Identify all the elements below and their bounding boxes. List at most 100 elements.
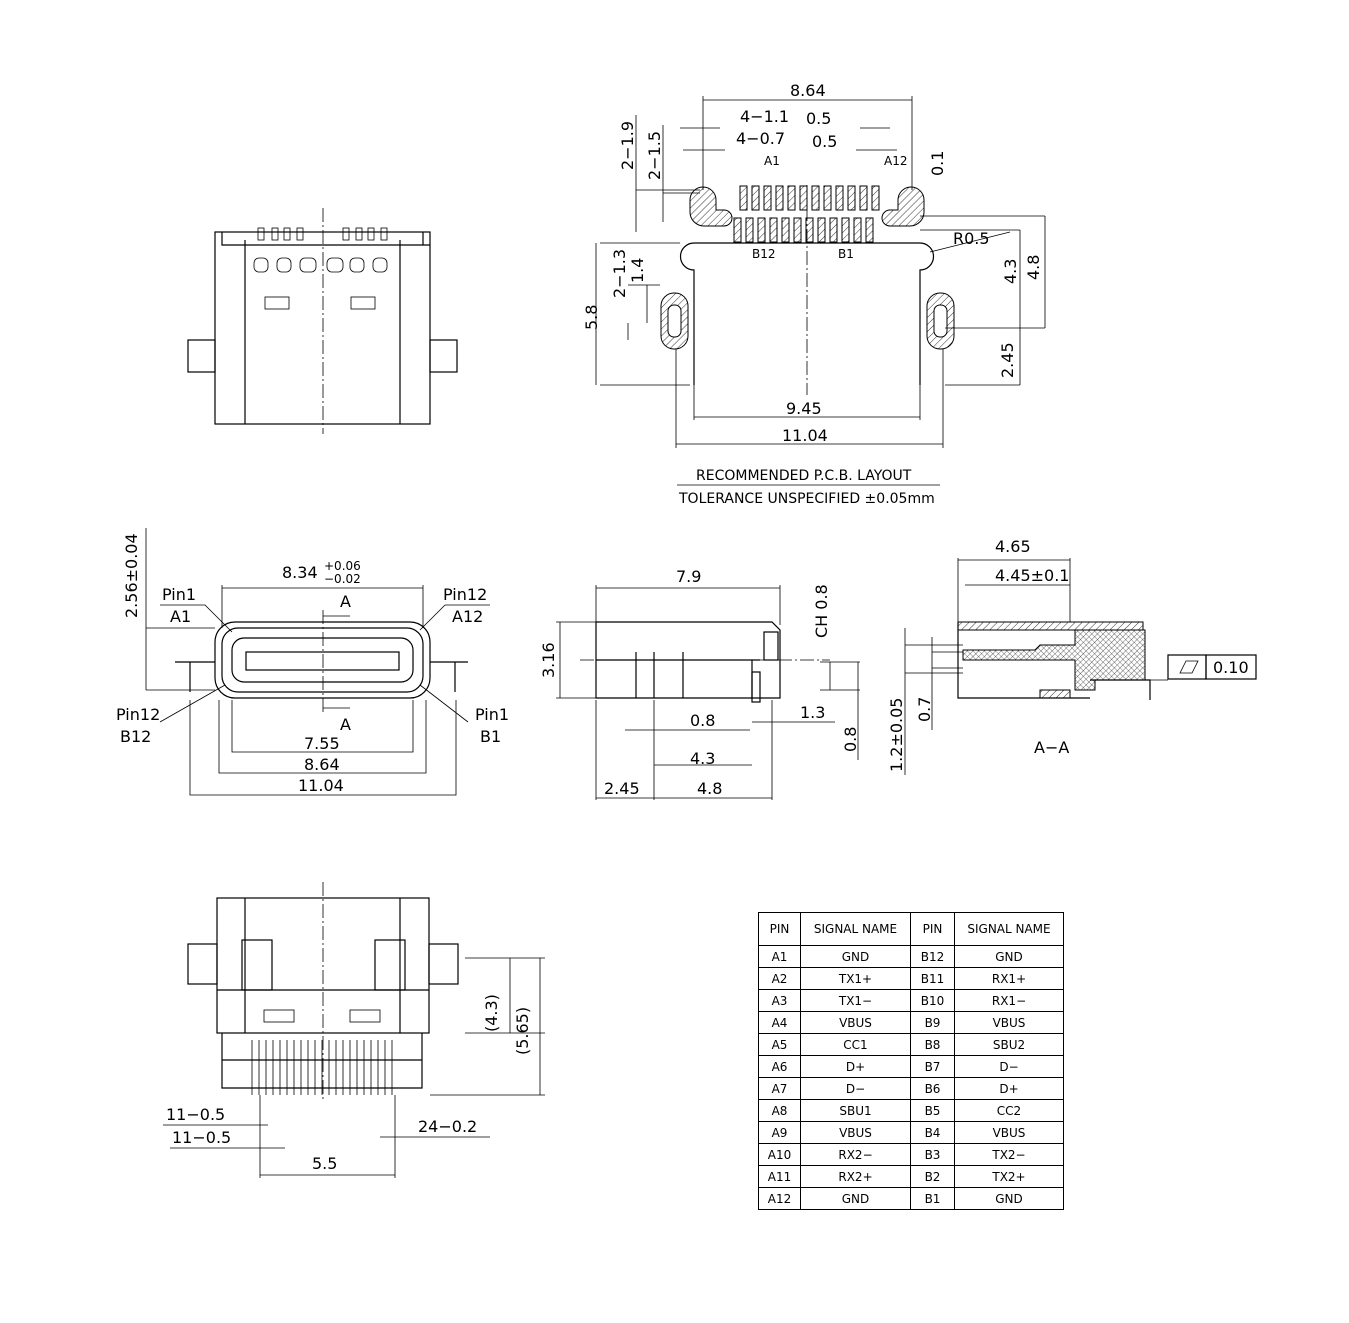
dim-11-0-5-a: 11−0.5	[166, 1105, 225, 1124]
cell: RX2−	[800, 1143, 911, 1166]
flatness-value: 0.10	[1213, 658, 1249, 677]
cell: A6	[758, 1055, 801, 1078]
dim-r0-5: R0.5	[953, 229, 990, 248]
tolerance-note: TOLERANCE UNSPECIFIED ±0.05mm	[678, 491, 935, 507]
dim-8-64: 8.64	[790, 81, 826, 100]
shell-pad-left	[689, 186, 733, 227]
cell: VBUS	[954, 1011, 1064, 1034]
cell: VBUS	[800, 1121, 911, 1144]
dim-4-0-7: 4−0.7	[736, 129, 785, 148]
section-mark-bottom: A	[340, 715, 351, 734]
cell: A8	[758, 1099, 801, 1122]
tol-lower: −0.02	[324, 572, 361, 586]
cell: D+	[800, 1055, 911, 1078]
dim-2-45: 2.45	[604, 779, 640, 798]
header-signal-name: SIGNAL NAME	[800, 912, 911, 946]
cell: B10	[910, 989, 955, 1012]
table-header-row: PIN SIGNAL NAME PIN SIGNAL NAME	[758, 912, 1064, 946]
dim-2-1-5: 2−1.5	[645, 131, 664, 180]
cell: B4	[910, 1121, 955, 1144]
pad-row-b	[733, 217, 874, 243]
dim-4-8: 4.8	[697, 779, 722, 798]
cell: RX1+	[954, 967, 1064, 990]
label-b1: B1	[480, 727, 501, 746]
pad-row-a	[739, 185, 880, 211]
dim-0-7: 0.7	[915, 697, 934, 722]
flatness-callout: 0.10	[1167, 654, 1257, 680]
header-pin: PIN	[910, 912, 955, 946]
cell: GND	[954, 1187, 1064, 1210]
cell: B11	[910, 967, 955, 990]
cell: SBU1	[800, 1099, 911, 1122]
dim-1-4: 1.4	[628, 258, 647, 283]
header-pin: PIN	[758, 912, 801, 946]
dim-1-2: 1.2±0.05	[887, 698, 906, 772]
cell: A4	[758, 1011, 801, 1034]
cell: B5	[910, 1099, 955, 1122]
bottom-view: (4.3) (5.65) 11−0.5 11−0.5 24−0.2 5.5	[163, 882, 545, 1178]
cell: CC1	[800, 1033, 911, 1056]
cell: SBU2	[954, 1033, 1064, 1056]
cell: VBUS	[800, 1011, 911, 1034]
cell: A2	[758, 967, 801, 990]
cell: D+	[954, 1077, 1064, 1100]
dim-0-8-b: 0.8	[841, 727, 860, 752]
dim-4-3: 4.3	[1001, 259, 1020, 284]
cell: B9	[910, 1011, 955, 1034]
dim-8-64: 8.64	[304, 755, 340, 774]
dim-pitch-1: 0.5	[806, 109, 831, 128]
cell: B1	[910, 1187, 955, 1210]
cell: TX1+	[800, 967, 911, 990]
top-view	[187, 208, 458, 434]
dim-8-34: 8.34	[282, 563, 318, 582]
dim-11-0-5-b: 11−0.5	[172, 1128, 231, 1147]
cell: B3	[910, 1143, 955, 1166]
cell: A12	[758, 1187, 801, 1210]
dim-0-8-a: 0.8	[690, 711, 715, 730]
tol-upper: +0.06	[324, 559, 361, 573]
cell: B8	[910, 1033, 955, 1056]
pcb-layout: 8.64 4−1.1 0.5 4−0.7 0.5 A1 A12 B12 B1 R…	[582, 81, 1046, 507]
pcb-layout-title: RECOMMENDED P.C.B. LAYOUT	[696, 468, 912, 484]
dim-0-1: 0.1	[928, 151, 947, 176]
dim-5-5: 5.5	[312, 1154, 337, 1173]
cell: B7	[910, 1055, 955, 1078]
cell: TX1−	[800, 989, 911, 1012]
cell: TX2−	[954, 1143, 1064, 1166]
label-a1: A1	[764, 154, 780, 168]
dim-pitch-2: 0.5	[812, 132, 837, 151]
label-pin1-bottom: Pin1	[475, 705, 509, 724]
dim-2-45: 2.45	[998, 342, 1017, 378]
cell: RX1−	[954, 989, 1064, 1012]
cell: GND	[800, 1187, 911, 1210]
shell-pad-right	[881, 186, 925, 227]
dim-5-8: 5.8	[582, 305, 601, 330]
cell: TX2+	[954, 1165, 1064, 1188]
dim-4-1-1: 4−1.1	[740, 107, 789, 126]
cell: A11	[758, 1165, 801, 1188]
dim-3-16: 3.16	[539, 642, 558, 678]
front-view: 2.56±0.04 8.34 +0.06 −0.02 Pin1 A1 Pin12…	[116, 528, 509, 796]
dim-4-65: 4.65	[995, 537, 1031, 556]
cell: A9	[758, 1121, 801, 1144]
cell: B6	[910, 1077, 955, 1100]
label-a12: A12	[452, 607, 483, 626]
cell: A5	[758, 1033, 801, 1056]
dim-11-04: 11.04	[298, 776, 344, 795]
label-pin12-bottom: Pin12	[116, 705, 160, 724]
dim-7-9: 7.9	[676, 567, 701, 586]
dim-11-04: 11.04	[782, 426, 828, 445]
bottom-pins	[251, 1040, 393, 1095]
